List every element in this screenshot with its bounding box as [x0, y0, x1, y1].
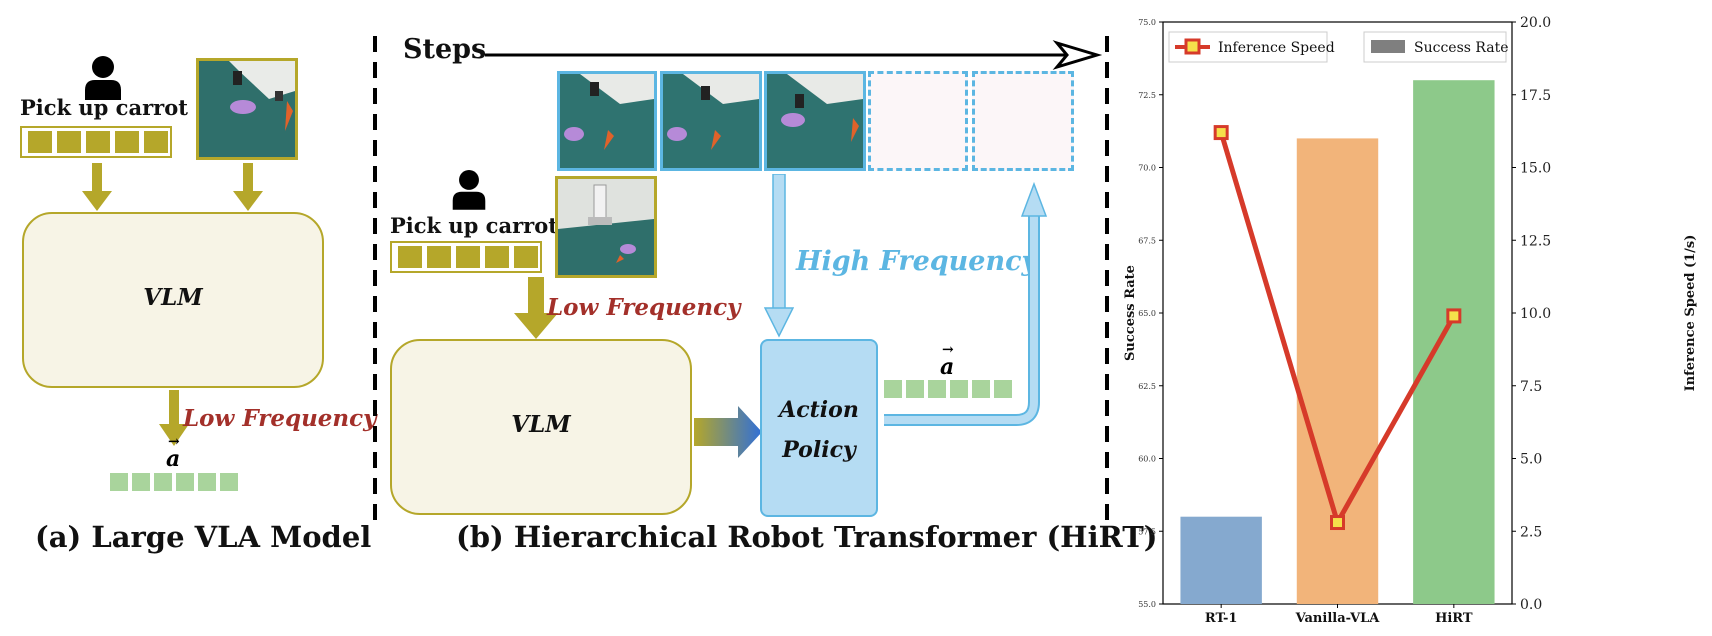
- legend-label-inference-speed: Inference Speed: [1218, 40, 1335, 56]
- steps-label: Steps: [403, 34, 487, 65]
- right-tick-label: 0.0: [1520, 597, 1542, 613]
- left-tick-label: 65.0: [1138, 309, 1156, 318]
- gradient-arrow: [694, 406, 762, 458]
- vlm-label: VLM: [143, 284, 203, 311]
- bar-rt-1: [1180, 516, 1262, 604]
- low-frequency-label: Low Frequency: [183, 405, 377, 432]
- category-label: HiRT: [1435, 611, 1473, 626]
- instruction-text: Pick up carrot: [390, 213, 558, 238]
- left-tick-label: 62.5: [1138, 382, 1156, 391]
- inference-speed-marker: [1446, 308, 1462, 324]
- left-tick-label: 60.0: [1138, 455, 1156, 464]
- policy-label-line1: Action: [779, 397, 859, 423]
- left-tick-label: 72.5: [1138, 91, 1156, 100]
- frame-image: [660, 71, 762, 171]
- action-policy-box: Action Policy: [760, 339, 878, 517]
- vlm-label: VLM: [511, 411, 571, 438]
- left-tick-label: 57.5: [1138, 527, 1156, 536]
- observation-image: [555, 176, 657, 278]
- arrow-icon: [514, 277, 558, 339]
- instruction-text: Pick up carrot: [20, 95, 188, 120]
- action-symbol-text: a: [940, 354, 955, 380]
- policy-label-line2: Policy: [782, 437, 856, 463]
- low-frequency-label: Low Frequency: [547, 294, 741, 321]
- right-tick-label: 20.0: [1520, 15, 1551, 31]
- left-tick-label: 55.0: [1138, 600, 1156, 609]
- high-frequency-label: High Frequency: [796, 246, 1038, 277]
- right-tick-label: 7.5: [1520, 379, 1542, 395]
- arrow-icon: [82, 163, 112, 211]
- category-label: Vanilla-VLA: [1295, 611, 1381, 626]
- inference-speed-marker: [1330, 515, 1345, 531]
- observation-image: [196, 58, 298, 160]
- right-tick-label: 12.5: [1520, 233, 1551, 249]
- inference-speed-marker: [1213, 125, 1229, 141]
- left-tick-label: 70.0: [1138, 164, 1156, 173]
- vlm-box: VLM: [390, 339, 692, 515]
- right-tick-label: 17.5: [1520, 88, 1551, 104]
- action-symbol-text: a: [166, 446, 181, 472]
- left-tick-label: 75.0: [1138, 18, 1156, 27]
- legend-success-rate: Success Rate: [1363, 31, 1509, 63]
- right-tick-label: 10.0: [1520, 306, 1551, 322]
- token-box: [390, 241, 542, 273]
- right-tick-label: 15.0: [1520, 161, 1551, 177]
- vlm-box: VLM: [22, 212, 324, 388]
- frame-image: [557, 71, 657, 171]
- arrow-icon: [159, 390, 189, 446]
- bar-vanilla-vla: [1296, 138, 1379, 604]
- future-frame: [868, 71, 968, 171]
- left-tick-label: 67.5: [1138, 236, 1156, 245]
- caption-b: (b) Hierarchical Robot Transformer (HiRT…: [456, 520, 1158, 554]
- user-icon: [452, 170, 486, 210]
- future-frame: [972, 71, 1074, 171]
- separator-line: [373, 36, 377, 526]
- caption-a: (a) Large VLA Model: [35, 520, 372, 554]
- bar-hirt: [1413, 80, 1495, 604]
- legend-inference-speed: Inference Speed: [1168, 31, 1335, 63]
- y-axis-label-right: Inference Speed (1/s): [1683, 235, 1698, 392]
- arrow-icon: [233, 163, 263, 211]
- right-tick-label: 2.5: [1520, 524, 1542, 540]
- action-symbol: → a: [166, 434, 181, 472]
- high-frequency-return-arrow: [884, 181, 1048, 426]
- category-label: RT-1: [1205, 611, 1238, 626]
- comparison-chart: 55.0 57.5 60.0 62.5 65.0 67.5 70.0 72.5 75.0 0.0…: [1123, 15, 1698, 626]
- y-axis-label-left: Success Rate: [1123, 265, 1138, 361]
- frame-image: [764, 71, 866, 171]
- steps-arrow: [485, 40, 1103, 70]
- high-frequency-down-arrow: [764, 174, 794, 338]
- right-tick-label: 5.0: [1520, 452, 1542, 468]
- action-symbol: → a: [940, 342, 955, 380]
- legend-label-success-rate: Success Rate: [1414, 40, 1509, 56]
- token-box: [20, 126, 172, 158]
- user-icon: [85, 56, 121, 100]
- separator-line: [1105, 36, 1109, 526]
